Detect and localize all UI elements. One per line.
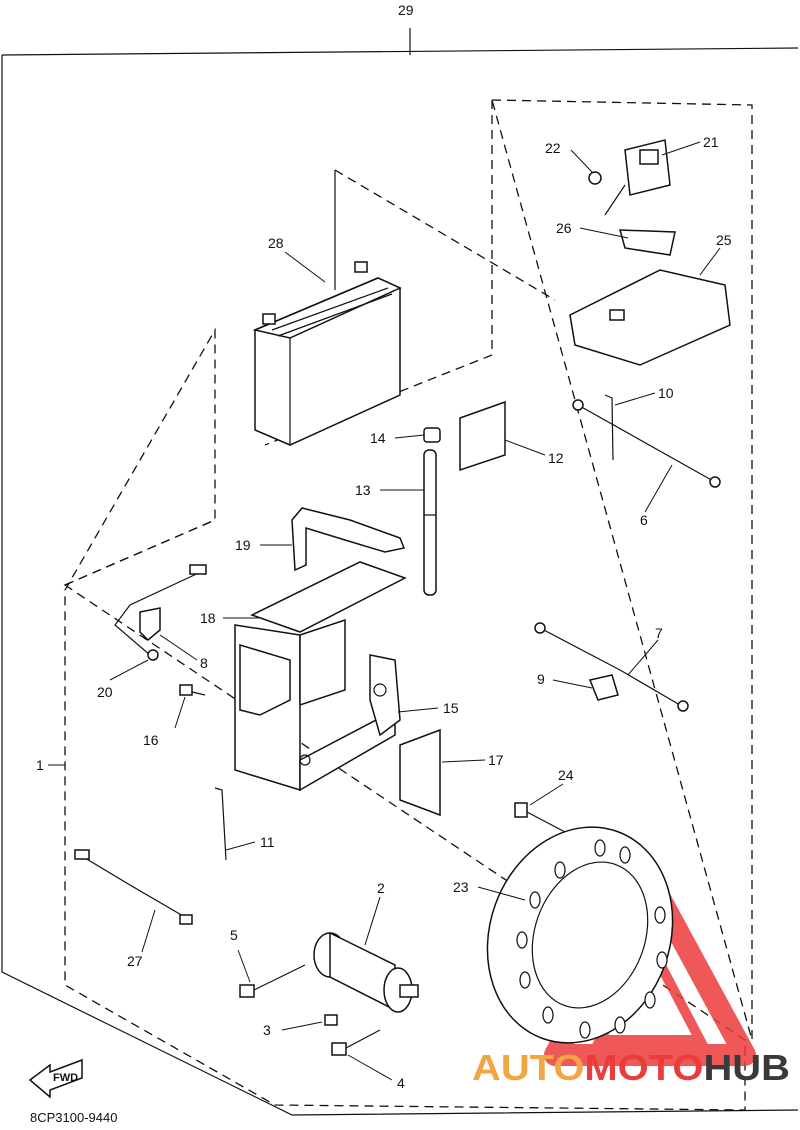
callout-5: 5 [230, 927, 238, 943]
bolt-4 [331, 1029, 381, 1056]
callout-27: 27 [127, 953, 143, 969]
callout-labels: 29 1 2 3 4 5 6 7 8 9 10 11 12 13 14 15 1… [30, 2, 732, 1125]
fwd-label: FWD [53, 1072, 78, 1084]
breather-hose [423, 449, 437, 596]
callout-26: 26 [556, 220, 572, 236]
battery-band [291, 507, 406, 572]
battery-cover [399, 728, 441, 817]
callout-21: 21 [703, 134, 719, 150]
battery [252, 261, 402, 446]
callout-3: 3 [263, 1022, 271, 1038]
callout-23: 23 [453, 879, 469, 895]
callout-16: 16 [143, 732, 159, 748]
bolt-16 [179, 684, 206, 696]
callout-19: 19 [235, 537, 251, 553]
battery-sheet [250, 561, 407, 633]
catalog-code: 8CP3100-9440 [30, 1110, 117, 1125]
callout-17: 17 [488, 752, 504, 768]
watermark-moto: MOTO [584, 1047, 703, 1088]
frame-outer [1, 28, 799, 1116]
callout-4: 4 [397, 1075, 405, 1091]
callout-24: 24 [558, 767, 574, 783]
clamp-9 [588, 674, 619, 701]
watermark-hub: HUB [703, 1047, 790, 1088]
battery-box [234, 618, 401, 792]
frame-group-relay [491, 99, 753, 1041]
leader-lines [48, 141, 721, 1081]
callout-11: 11 [260, 834, 275, 850]
callout-2: 2 [377, 880, 385, 896]
callout-20: 20 [97, 684, 113, 700]
callout-22: 22 [545, 140, 561, 156]
bracket-8 [139, 607, 161, 642]
starter-relay [604, 139, 671, 216]
fwd-arrow: FWD [28, 1058, 83, 1099]
fuse-box-25 [569, 269, 731, 366]
callout-15: 15 [443, 700, 459, 716]
lead-20 [114, 564, 207, 661]
lead-7 [534, 622, 689, 712]
starter-gear-disc [486, 826, 674, 1044]
callout-13: 13 [355, 482, 371, 498]
callout-6: 6 [640, 512, 648, 528]
starter-motor [313, 931, 419, 1013]
lead-27 [74, 849, 193, 925]
callout-9: 9 [537, 671, 545, 687]
callout-7: 7 [655, 625, 663, 641]
nut-3 [324, 1014, 338, 1026]
clamp-10 [604, 394, 614, 461]
callout-8: 8 [200, 655, 208, 671]
callout-12: 12 [548, 450, 564, 466]
clamp-11 [214, 787, 227, 861]
battery-pad [459, 400, 506, 472]
bolt-5 [239, 964, 306, 998]
screw-22 [588, 171, 602, 185]
callout-25: 25 [716, 232, 732, 248]
assembly-number: 29 [398, 2, 414, 18]
relay-bracket-26 [619, 229, 676, 256]
breather-cap [423, 427, 441, 443]
callout-18: 18 [200, 610, 216, 626]
callout-14: 14 [370, 430, 386, 446]
lead-6 [572, 399, 721, 488]
callout-10: 10 [658, 385, 674, 401]
callout-1: 1 [36, 757, 44, 773]
callout-28: 28 [268, 235, 284, 251]
watermark-auto: AUTO [472, 1047, 584, 1088]
bolt-24 [514, 802, 566, 833]
